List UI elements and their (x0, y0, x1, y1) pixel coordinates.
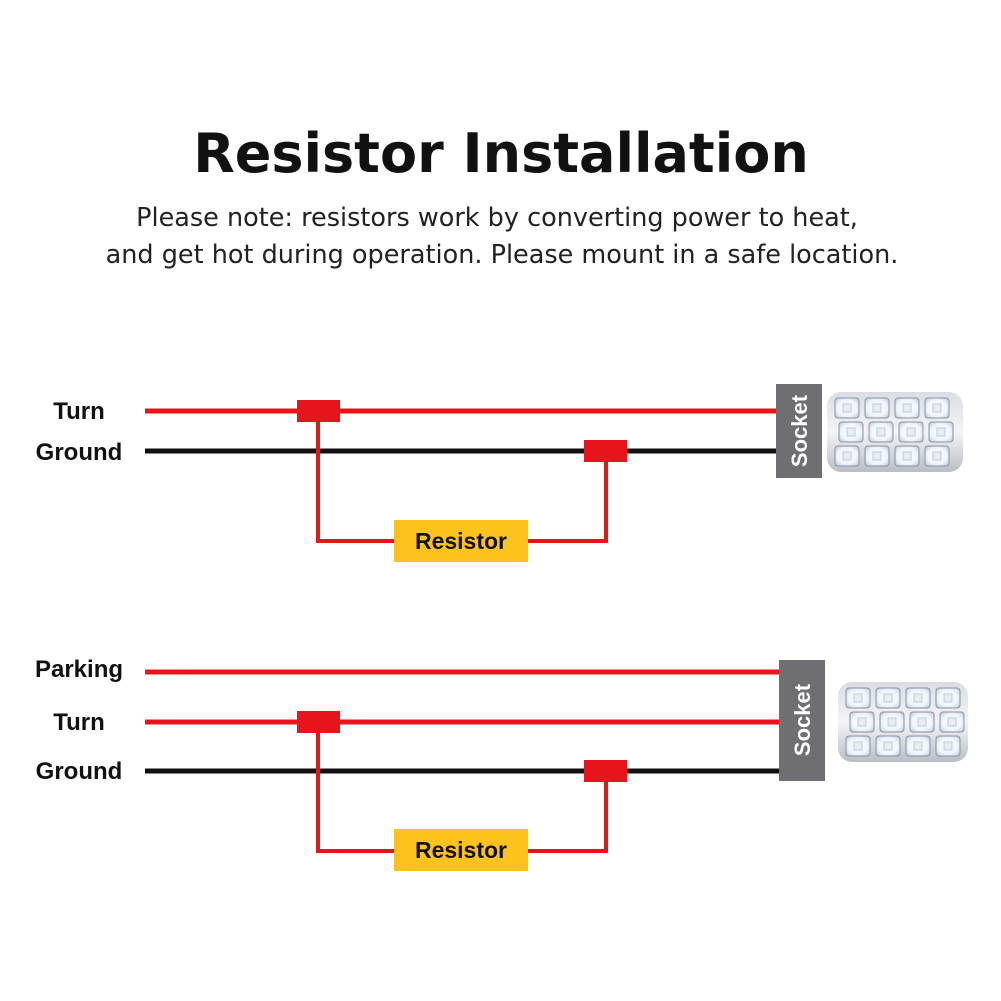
led-chip-die (902, 451, 912, 461)
wire-label-ground: Ground (36, 758, 123, 785)
socket (779, 660, 825, 781)
led-chip-die (932, 403, 942, 413)
led-chip-die (906, 427, 916, 437)
socket-label: Socket (790, 683, 815, 756)
wire-label-turn: Turn (53, 398, 105, 425)
ground-connector (584, 760, 627, 782)
led-chip-die (853, 741, 863, 751)
led-chip-die (917, 717, 927, 727)
led-chip-die (947, 717, 957, 727)
led-chip-die (872, 451, 882, 461)
note-line-1: Please note: resistors work by convertin… (136, 203, 858, 233)
led-chip-die (902, 403, 912, 413)
led-chip-die (883, 693, 893, 703)
socket-label: Socket (787, 394, 812, 467)
led-chip-die (936, 427, 946, 437)
diagram-2: Resistor Socket Parking Turn Ground (35, 656, 968, 871)
socket (776, 384, 822, 478)
led-chip-die (887, 717, 897, 727)
led-chip-die (913, 741, 923, 751)
led-chip-die (943, 693, 953, 703)
led-chip-die (932, 451, 942, 461)
led-chip-die (872, 403, 882, 413)
wire-label-turn: Turn (53, 709, 105, 736)
page-title: Resistor Installation (193, 122, 809, 185)
diagram-1: Resistor Socket Turn Ground (36, 384, 963, 562)
led-chip-die (883, 741, 893, 751)
ground-connector (584, 440, 627, 462)
turn-connector (297, 711, 340, 733)
led-chip-die (842, 451, 852, 461)
resistor-label: Resistor (415, 837, 507, 863)
led-chip-die (913, 693, 923, 703)
resistor (394, 520, 528, 562)
resistor-label: Resistor (415, 528, 507, 554)
turn-connector (297, 400, 340, 422)
led-chip-die (842, 403, 852, 413)
led-bulb-1 (827, 392, 963, 472)
led-chip-die (876, 427, 886, 437)
led-chip-die (853, 693, 863, 703)
led-bulb-2 (838, 682, 968, 762)
led-chip-die (857, 717, 867, 727)
led-chip-die (943, 741, 953, 751)
wire-label-ground: Ground (36, 439, 123, 466)
resistor (394, 829, 528, 871)
note-line-2: and get hot during operation. Please mou… (106, 240, 899, 270)
led-chip-die (846, 427, 856, 437)
wire-label-parking: Parking (35, 656, 123, 683)
